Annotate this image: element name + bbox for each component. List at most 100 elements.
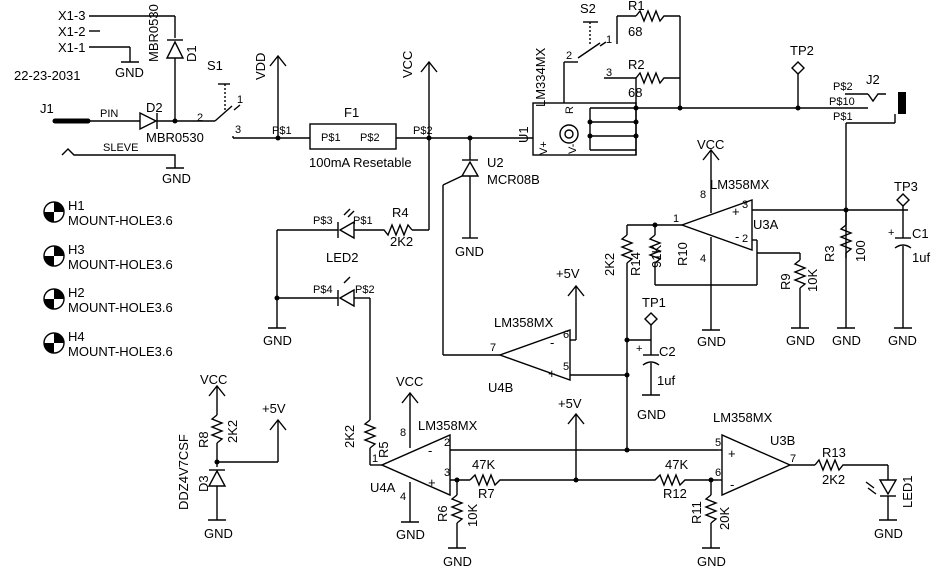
u1-ref-label: U1	[516, 126, 531, 143]
h2-value-label: MOUNT-HOLE3.6	[68, 300, 173, 315]
led1-ref-label: LED1	[900, 475, 915, 508]
u4a-pin2: 2	[444, 437, 450, 449]
r3-ref-label: R3	[822, 245, 837, 262]
u3a-pin3: 3	[742, 199, 748, 211]
c1-plus: +	[888, 227, 894, 239]
gnd-label-c2: GND	[637, 407, 666, 422]
r7-ref-label: R7	[478, 486, 495, 501]
gnd-label-r9: GND	[786, 333, 815, 348]
fuse-f1: F1 P$1 P$2 100mA Resetable	[309, 105, 412, 170]
tp2-label: TP2	[790, 43, 814, 58]
vcc-label-d3: VCC	[200, 372, 227, 387]
u3a-pin4: 4	[700, 253, 706, 265]
resistor-r12: 47K R12	[576, 447, 718, 501]
d3-ref-label: D3	[196, 475, 211, 492]
plus5v-label-mid: +5V	[558, 396, 582, 411]
u3a-pin8: 8	[700, 189, 706, 201]
plus5v-label-d3: +5V	[262, 401, 286, 416]
c2-ref-label: C2	[659, 344, 676, 359]
u4b-part-label: LM358MX	[494, 315, 554, 330]
h1-value-label: MOUNT-HOLE3.6	[68, 213, 173, 228]
s2-pin2: 2	[566, 50, 572, 62]
f1-out-p2: P$2	[413, 125, 433, 137]
u1-vminus-label: V-	[567, 143, 579, 154]
u4a-pin3: 3	[444, 467, 450, 479]
u3b-plus: +	[728, 446, 736, 461]
u3a-pin1: 1	[673, 213, 679, 225]
capacitor-c2: + C2 1uf GND	[636, 340, 676, 422]
u2-ref-label: U2	[487, 155, 504, 170]
u4b-ref-label: U4B	[488, 380, 513, 395]
mount-hole-h1: H1 MOUNT-HOLE3.6	[43, 198, 173, 228]
gnd-label-u3a: GND	[697, 334, 726, 349]
tp3-label: TP3	[894, 179, 918, 194]
u4a-part-label: LM358MX	[418, 418, 478, 433]
resistor-r2: R2 68	[628, 57, 680, 100]
resistor-r13: R13 2K2	[814, 445, 888, 487]
r7-value-label: 47K	[472, 457, 495, 472]
led-p2-label: P$2	[355, 284, 375, 296]
resistor-r3: R3 100 GND	[822, 207, 868, 348]
u4a-pin8: 8	[400, 427, 406, 439]
resistor-r11: R11 20K GND	[689, 480, 732, 569]
u4b-pin7: 7	[490, 342, 496, 354]
s2-pin1: 1	[606, 34, 612, 46]
u3a-plus: +	[732, 204, 740, 219]
r13-ref-label: R13	[822, 445, 846, 460]
h2-ref-label: H2	[68, 285, 85, 300]
x1-3-label: X1-3	[58, 8, 85, 23]
led-led2: R4 2K2 P$1 P$3 LED2	[276, 205, 429, 328]
resistor-r10: R10 91K	[648, 222, 757, 286]
testpoint-tp1: TP1	[624, 295, 666, 343]
c2-plus: +	[636, 343, 642, 355]
r1-value-label: 68	[628, 24, 642, 39]
resistor-r14: R14 2K2	[602, 225, 643, 450]
r8-ref-label: R8	[196, 431, 211, 448]
r11-value-label: 20K	[717, 507, 732, 530]
gnd-label-u2: GND	[455, 244, 484, 259]
u4a-ref-label: U4A	[370, 480, 396, 495]
r11-ref-label: R11	[689, 501, 704, 524]
r14-ref-label: R14	[628, 252, 643, 276]
u3b-part-label: LM358MX	[713, 410, 773, 425]
j2-p2-label: P$2	[833, 81, 853, 93]
s1-pin1: 1	[237, 94, 243, 106]
mount-holes: H1 MOUNT-HOLE3.6 H3 MOUNT-HOLE3.6 H2 MOU…	[43, 198, 173, 359]
j2-p1-label: P$1	[833, 111, 853, 123]
u4a-pin4: 4	[400, 491, 406, 503]
d1-part-label: MBR0530	[146, 4, 161, 62]
gnd-label-u4a: GND	[396, 527, 425, 542]
u3b-minus: -	[730, 477, 734, 492]
led2-p1-label: P$1	[353, 215, 373, 227]
capacitor-c1: + C1 1uf GND	[888, 206, 930, 348]
u3a-ref-label: U3A	[753, 217, 779, 232]
u3b-pin7: 7	[790, 453, 796, 465]
u4b-plus: +	[548, 366, 556, 381]
connector-j2: J2 P$2 P$10 P$1	[829, 72, 906, 258]
r2-value-label: 68	[628, 85, 642, 100]
p4-label: P$4	[313, 284, 333, 296]
resistor-r6: R6 10K GND	[435, 477, 480, 569]
x1-1-label: X1-1	[58, 40, 85, 55]
vdd-supply: VDD	[253, 53, 287, 138]
r9-value-label: 10K	[805, 269, 820, 292]
vcc-label-top: VCC	[400, 51, 415, 78]
led2-ref-label: LED2	[326, 250, 359, 265]
mount-hole-h2: H2 MOUNT-HOLE3.6	[43, 285, 173, 315]
led2-p3-label: P$3	[313, 215, 333, 227]
j2-p10-label: P$10	[829, 96, 855, 108]
r4-value-label: 2K2	[390, 234, 413, 249]
gnd-label-j1: GND	[162, 171, 191, 186]
r12-ref-label: R12	[663, 486, 687, 501]
d2-part-label: MBR0530	[146, 130, 204, 145]
resistor-r1: R1 68	[628, 0, 680, 39]
gnd-label-r11: GND	[697, 554, 726, 569]
led-p4-branch: P$4 P$2 GND	[263, 276, 375, 420]
h4-ref-label: H4	[68, 329, 85, 344]
opamp-u3a: LM358MX U3A + - 1 3 2 8 4 VCC GND	[627, 137, 908, 349]
u3b-pin5: 5	[715, 437, 721, 449]
s1-ref-label: S1	[207, 58, 223, 73]
r3-value-label: 100	[853, 240, 868, 262]
f1-desc-label: 100mA Resetable	[309, 155, 412, 170]
